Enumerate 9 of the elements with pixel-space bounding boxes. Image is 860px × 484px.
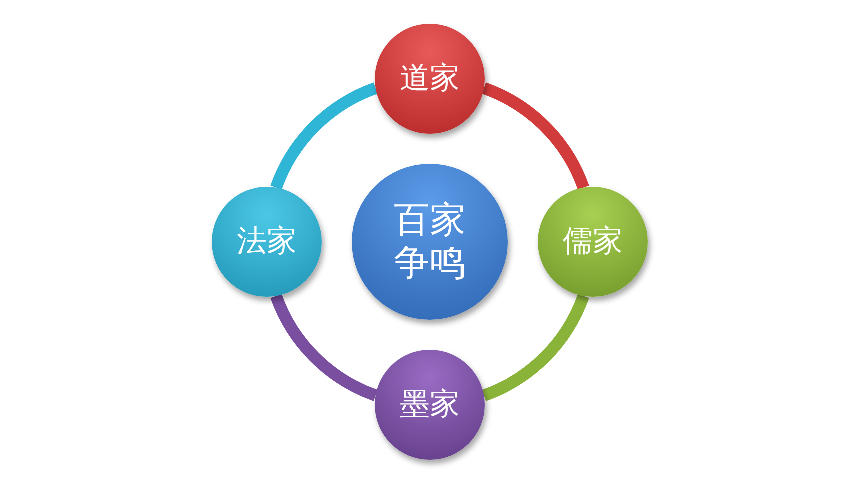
- ring-arc: [270, 82, 378, 190]
- node-label: 法家: [236, 224, 298, 260]
- node-label: 墨家: [399, 387, 461, 423]
- node-label: 道家: [399, 61, 461, 97]
- node-label: 儒家: [562, 224, 624, 260]
- ring-arc: [482, 294, 590, 402]
- ring-arc: [270, 294, 378, 402]
- ring-arc: [482, 82, 590, 190]
- node-label: 百家争鸣: [393, 198, 467, 286]
